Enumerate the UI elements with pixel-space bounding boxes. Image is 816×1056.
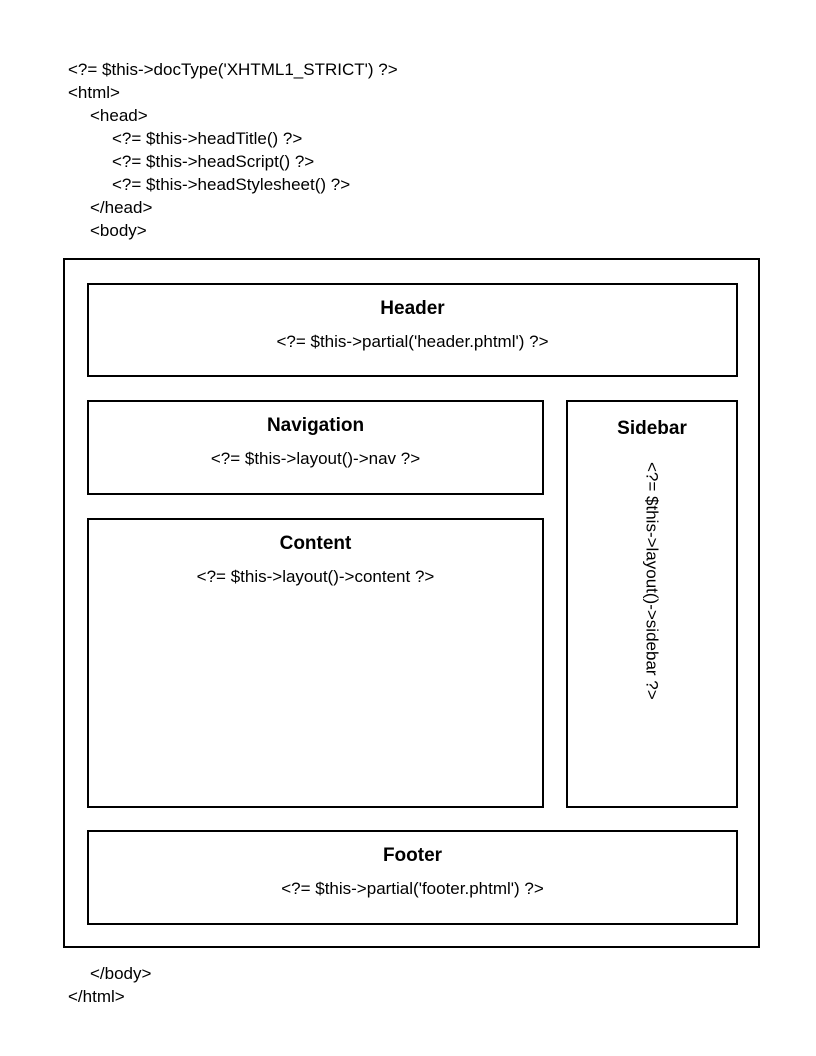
region-sidebar-title: Sidebar xyxy=(617,418,687,439)
region-sidebar-code: <?= $this->layout()->sidebar ?> xyxy=(642,462,662,700)
region-content-code: <?= $this->layout()->content ?> xyxy=(196,567,435,586)
code-line-head-script: <?= $this->headScript() ?> xyxy=(112,152,315,171)
region-header: Header <?= $this->partial('header.phtml'… xyxy=(87,283,738,377)
region-navigation-code: <?= $this->layout()->nav ?> xyxy=(210,449,421,468)
code-line-body-open: <body> xyxy=(90,221,147,240)
code-block-top: <?= $this->docType('XHTML1_STRICT') ?> <… xyxy=(68,58,398,242)
code-block-bottom: </body> </html> xyxy=(68,962,151,1008)
region-header-title: Header xyxy=(380,298,445,319)
code-line-html-open: <html> xyxy=(68,83,120,102)
region-sidebar-code-wrap: <?= $this->layout()->sidebar ?> xyxy=(568,462,736,802)
layout-container-box: Header <?= $this->partial('header.phtml'… xyxy=(63,258,760,948)
code-line-doctype: <?= $this->docType('XHTML1_STRICT') ?> xyxy=(68,60,398,79)
region-navigation: Navigation <?= $this->layout()->nav ?> xyxy=(87,400,544,495)
code-line-html-close: </html> xyxy=(68,987,125,1006)
region-content: Content <?= $this->layout()->content ?> xyxy=(87,518,544,808)
code-line-body-close: </body> xyxy=(90,964,152,983)
code-line-head-stylesheet: <?= $this->headStylesheet() ?> xyxy=(112,175,351,194)
code-line-head-open: <head> xyxy=(90,106,148,125)
region-sidebar: Sidebar <?= $this->layout()->sidebar ?> xyxy=(566,400,738,808)
code-line-head-title: <?= $this->headTitle() ?> xyxy=(112,129,303,148)
region-navigation-title: Navigation xyxy=(266,415,365,436)
code-line-head-close: </head> xyxy=(90,198,153,217)
region-footer: Footer <?= $this->partial('footer.phtml'… xyxy=(87,830,738,925)
region-footer-code: <?= $this->partial('footer.phtml') ?> xyxy=(281,879,544,898)
region-content-title: Content xyxy=(279,533,352,554)
region-footer-title: Footer xyxy=(382,845,443,866)
region-header-code: <?= $this->partial('header.phtml') ?> xyxy=(276,332,549,351)
